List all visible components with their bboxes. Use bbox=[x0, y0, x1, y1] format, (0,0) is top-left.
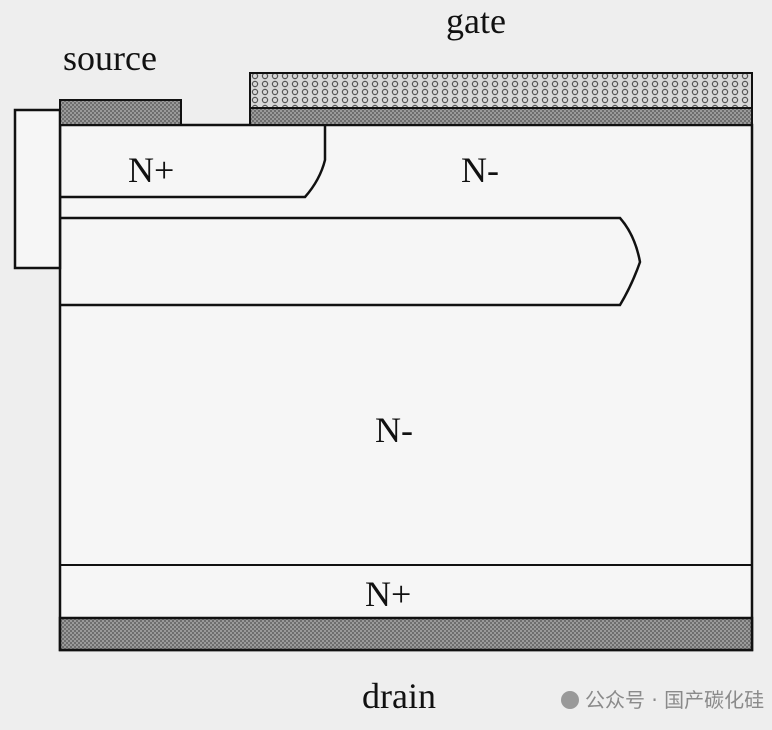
drain-metal bbox=[58, 616, 754, 652]
watermark-icon bbox=[561, 691, 579, 709]
n-minus-drift-label: N- bbox=[375, 410, 413, 450]
n-minus-top-label: N- bbox=[461, 150, 499, 190]
gate-label: gate bbox=[446, 1, 506, 41]
source-contact-box bbox=[13, 108, 62, 270]
drain-label: drain bbox=[362, 676, 436, 716]
n-plus-source-region bbox=[60, 125, 327, 199]
n-plus-source-label: N+ bbox=[128, 150, 174, 190]
body-region bbox=[60, 216, 642, 307]
source-label: source bbox=[63, 38, 157, 78]
watermark-text: 公众号 · 国产碳化硅 bbox=[585, 688, 764, 712]
gate-oxide bbox=[249, 107, 753, 126]
device-body bbox=[58, 123, 754, 652]
gate-poly bbox=[249, 72, 753, 109]
source-metal bbox=[59, 99, 182, 126]
n-plus-substrate-label: N+ bbox=[365, 574, 411, 614]
